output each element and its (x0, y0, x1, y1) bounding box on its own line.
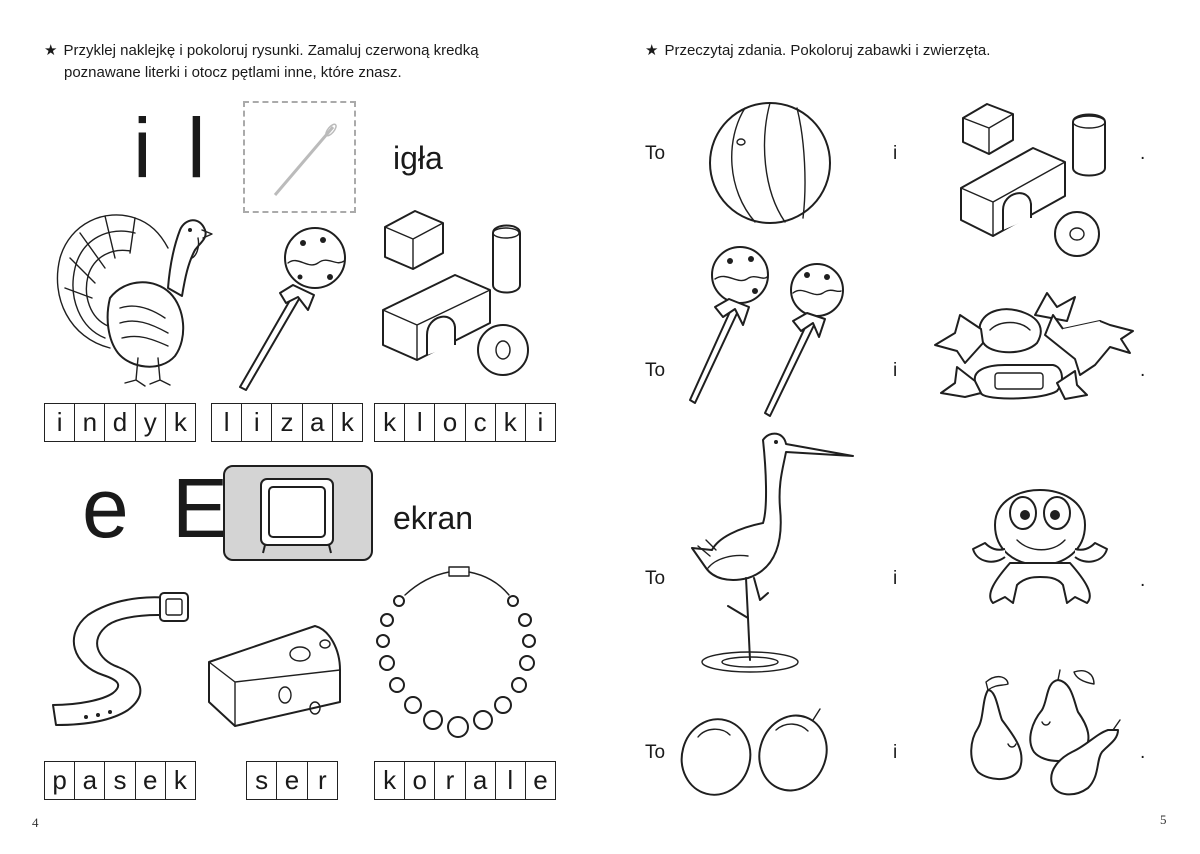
necklace-icon (376, 566, 536, 738)
letter-box: k (375, 762, 406, 799)
plums-icon (680, 708, 828, 796)
sentence-4-end: . (1140, 742, 1146, 763)
letter-box: l (212, 404, 243, 441)
letter-box: k (340, 407, 354, 437)
letter-boxes-ser: s e r (246, 761, 338, 800)
lollipop-icon (239, 227, 346, 391)
sentence-3-end: . (1140, 570, 1146, 591)
letter-box: o (435, 404, 466, 441)
letter-box: k (173, 407, 187, 437)
letter-box: r (435, 762, 466, 799)
left-instruction-line1: Przyklej naklejkę i pokoloruj rysunki. Z… (63, 42, 479, 59)
letter-box: a (466, 762, 496, 799)
cheese-icon (208, 625, 341, 727)
big-letters-ee: e E (82, 461, 239, 555)
letter-boxes-pasek: p a s e k (44, 761, 196, 800)
letter-box: p (45, 762, 76, 799)
page-number-right: 5 (1160, 812, 1167, 827)
sentence-2-mid: i (893, 360, 898, 381)
sentence-1-start: To (645, 143, 666, 164)
ball-icon (709, 102, 831, 224)
stork-icon (691, 432, 854, 673)
letter-box: s (247, 762, 278, 799)
page-number-left: 4 (32, 815, 39, 830)
pears-icon (970, 669, 1121, 796)
blocks-icon (382, 210, 529, 376)
sentence-4-mid: i (893, 742, 898, 763)
sentence-1-end: . (1140, 143, 1146, 164)
letter-box: n (75, 404, 106, 441)
sentence-3-start: To (645, 568, 666, 589)
word-igla: igła (393, 140, 443, 176)
frog-icon (972, 489, 1108, 604)
sentence-3-mid: i (893, 568, 898, 589)
sentence-2-end: . (1140, 360, 1146, 381)
letter-box: o (405, 762, 436, 799)
letter-box: e (277, 762, 308, 799)
belt-icon (52, 592, 189, 726)
needle-icon (273, 123, 337, 196)
letter-box: i (242, 404, 273, 441)
letter-box: d (105, 404, 136, 441)
left-instruction-line2: poznawane literki i otocz pętlami inne, … (64, 64, 402, 81)
letter-box: k (496, 404, 526, 441)
letter-box: i (537, 407, 544, 437)
letter-boxes-klocki: k l o c k i (374, 403, 556, 442)
star-icon: ★ (44, 42, 58, 59)
sentence-4-start: To (645, 742, 666, 763)
sticker-placeholder[interactable] (243, 101, 356, 213)
lollipops-icon (689, 246, 844, 417)
letter-box: a (303, 404, 333, 441)
letter-box: r (317, 765, 327, 795)
letter-box: c (466, 404, 496, 441)
letter-box: k (173, 765, 187, 795)
letter-box: l (405, 404, 436, 441)
candies-icon (934, 292, 1134, 400)
letter-box: k (375, 404, 406, 441)
letter-box: l (496, 762, 526, 799)
star-icon: ★ (645, 42, 659, 59)
letter-box: y (136, 404, 166, 441)
letter-box: i (45, 404, 76, 441)
left-instruction: ★ Przyklej naklejkę i pokoloruj rysunki. … (44, 40, 584, 84)
turkey-icon (56, 214, 213, 387)
letter-boxes-lizak: l i z a k (211, 403, 363, 442)
letter-box: e (533, 765, 548, 795)
letter-box: s (105, 762, 136, 799)
letter-boxes-korale: k o r a l e (374, 761, 556, 800)
screen-icon (223, 465, 373, 561)
word-ekran: ekran (393, 500, 474, 536)
right-instruction: ★ Przeczytaj zdania. Pokoloruj zabawki i … (645, 40, 1165, 62)
letter-boxes-indyk: i n d y k (44, 403, 196, 442)
sentence-1-mid: i (893, 143, 898, 164)
big-letters-il: i l (133, 101, 212, 195)
letter-box: e (136, 762, 166, 799)
letter-box: a (75, 762, 106, 799)
right-instruction-text: Przeczytaj zdania. Pokoloruj zabawki i z… (664, 42, 991, 59)
blocks-icon (960, 103, 1106, 257)
letter-box: z (272, 404, 303, 441)
sentence-2-start: To (645, 360, 666, 381)
